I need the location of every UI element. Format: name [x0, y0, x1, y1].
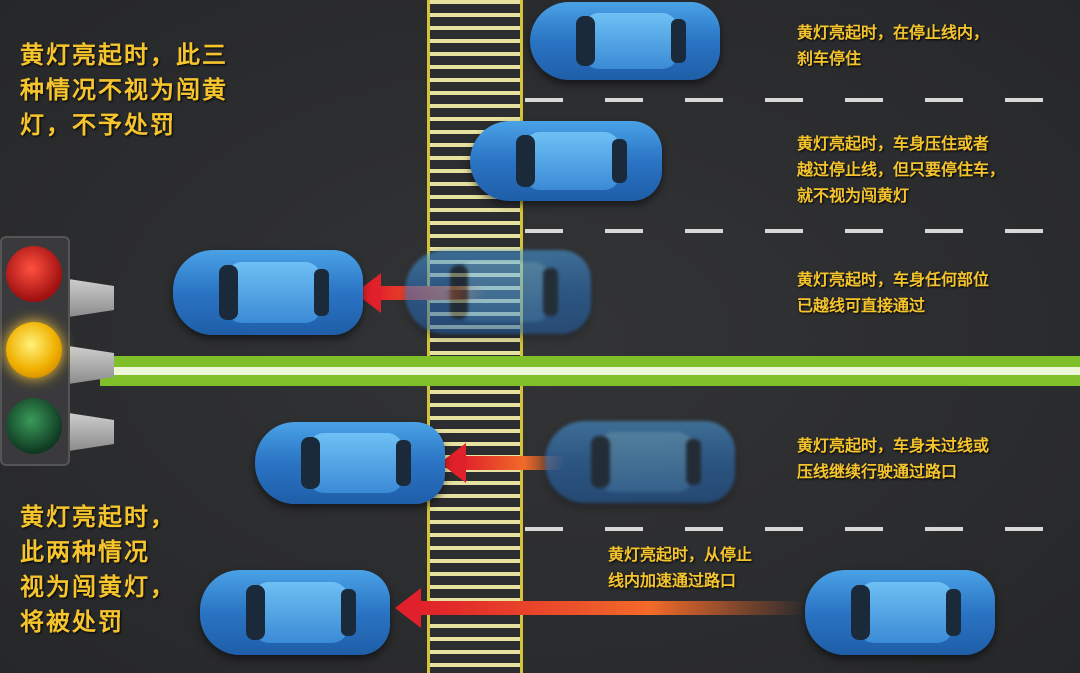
- not-violation-heading: 黄灯亮起时，此三 种情况不视为闯黄 灯，不予处罚: [20, 41, 228, 139]
- case-label-2: 黄灯亮起时，车身压住或者 越过停止线，但只要停住车， 就不视为闯黄灯: [797, 134, 1006, 205]
- traffic-light: [0, 236, 70, 466]
- green-light-icon: [6, 398, 62, 454]
- lane-divider: [525, 527, 1080, 531]
- car-ghost-position: [545, 421, 735, 503]
- lane-divider: [525, 98, 1080, 102]
- case-label-5: 黄灯亮起时，从停止 线内加速通过路口: [608, 545, 753, 590]
- red-light-icon: [6, 246, 62, 302]
- motion-arrow: [395, 588, 805, 628]
- car-stopped-before-line: [530, 2, 720, 80]
- case-label-4: 黄灯亮起时，车身未过线或 压线继续行驶通过路口: [797, 436, 990, 481]
- car-start-position: [805, 570, 995, 655]
- yellow-light-icon: [6, 322, 62, 378]
- car-stopped-on-line: [470, 121, 662, 201]
- violation-heading: 黄灯亮起时， 此两种情况 视为闯黄灯， 将被处罚: [20, 503, 176, 636]
- center-line-stripe: [100, 367, 1080, 375]
- car-accelerating-through: [200, 570, 390, 655]
- car-ghost-position: [405, 250, 591, 334]
- case-label-1: 黄灯亮起时，在停止线内， 刹车停住: [797, 23, 990, 68]
- lane-divider: [525, 229, 1080, 233]
- case-label-3: 黄灯亮起时，车身任何部位 已越线可直接通过: [797, 270, 990, 315]
- car-running-yellow: [255, 422, 445, 504]
- car-passed-through: [173, 250, 363, 335]
- crosswalk-stop-line: [427, 0, 523, 673]
